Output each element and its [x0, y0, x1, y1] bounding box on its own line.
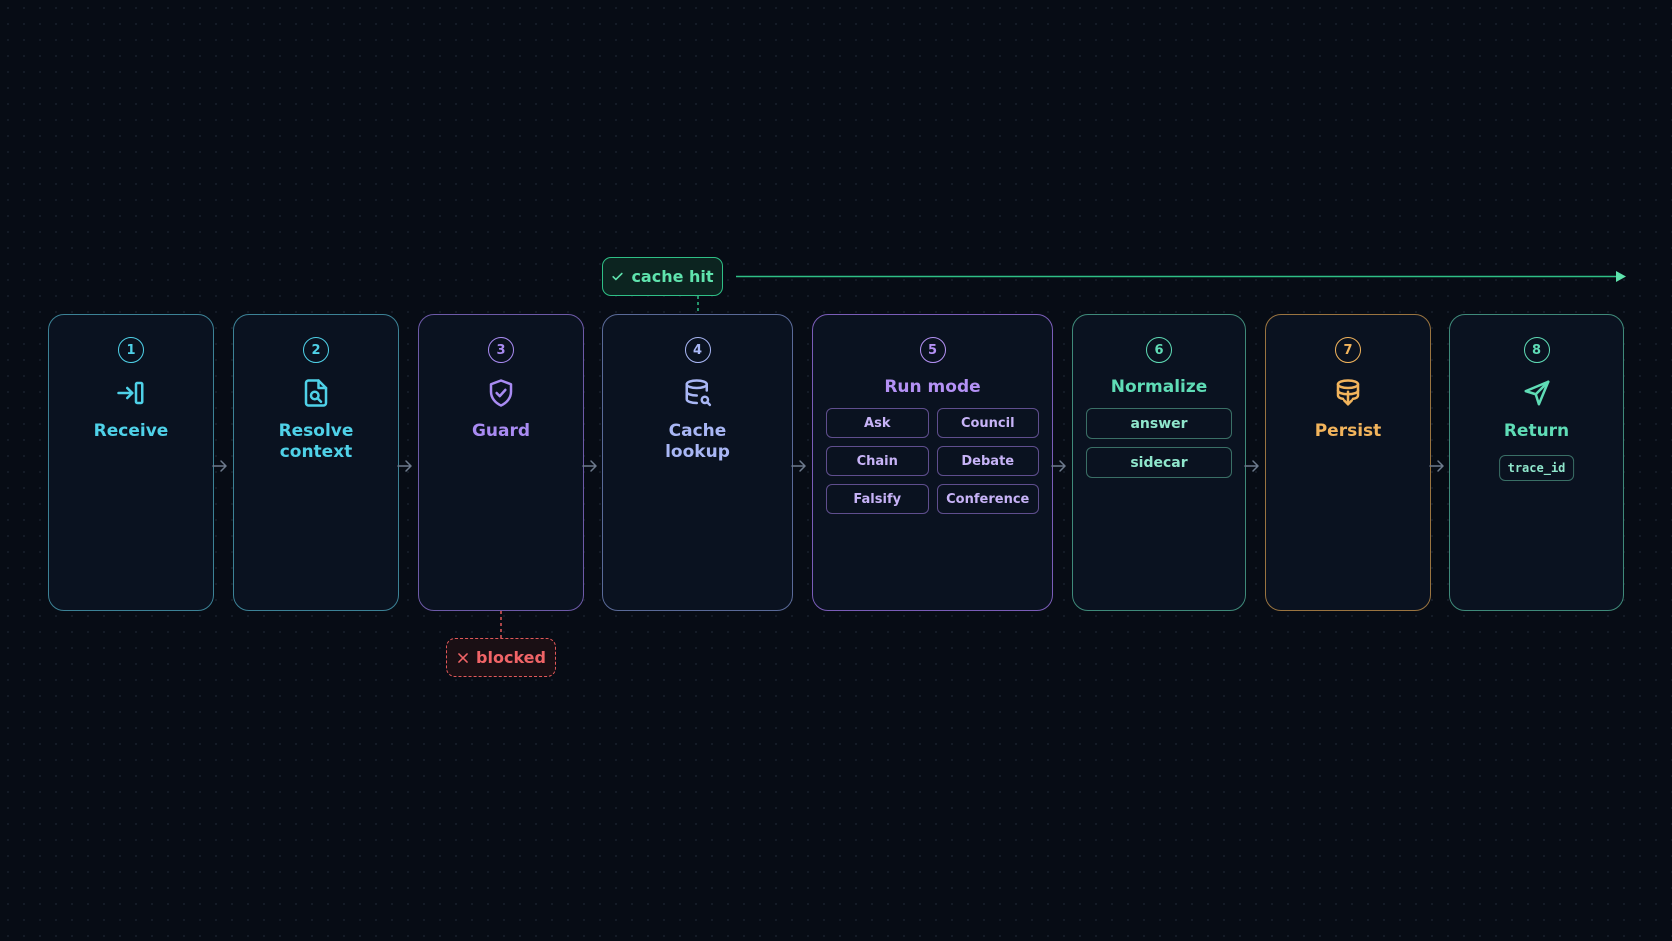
stage-title: Receive: [93, 421, 169, 441]
sign-in-icon: [116, 378, 146, 408]
output-chip-sidecar: sidecar: [1086, 447, 1232, 478]
flow-arrow-3-4: [582, 456, 598, 476]
step-number: 3: [488, 337, 514, 363]
mode-chip-council: Council: [936, 408, 1039, 438]
flow-arrow-5-6: [1051, 456, 1067, 476]
database-arrow-icon: [1333, 378, 1363, 408]
stage-card-run-mode: 5 Run mode Ask Council Chain Debate Fals…: [812, 314, 1053, 611]
file-search-icon: [301, 378, 331, 408]
stage-title: Return: [1503, 421, 1570, 441]
trace-id-chip: trace_id: [1498, 455, 1575, 481]
stage-title: Resolve context: [278, 421, 354, 462]
mode-chip-debate: Debate: [936, 446, 1039, 476]
mode-chip-ask: Ask: [826, 408, 929, 438]
step-number: 2: [303, 337, 329, 363]
step-number: 5: [919, 337, 946, 363]
output-list: answer sidecar: [1086, 408, 1232, 478]
stage-card-guard: 3 Guard: [418, 314, 584, 611]
step-number: 4: [684, 337, 711, 363]
stage-title: Guard: [471, 421, 531, 441]
flow-arrow-6-7: [1244, 456, 1260, 476]
shield-check-icon: [486, 378, 516, 408]
mode-list: Ask Council Chain Debate Falsify Confere…: [826, 408, 1039, 514]
flow-arrow-1-2: [212, 456, 228, 476]
cache-hit-arrowhead: [1616, 271, 1626, 282]
mode-chip-falsify: Falsify: [826, 484, 929, 514]
mode-chip-chain: Chain: [826, 446, 929, 476]
blocked-badge: blocked: [446, 638, 556, 677]
stage-card-cache-lookup: 4 Cache lookup: [602, 314, 793, 611]
stage-card-normalize: 6 Normalize answer sidecar: [1072, 314, 1246, 611]
send-icon: [1522, 378, 1552, 408]
stage-card-persist: 7 Persist: [1265, 314, 1431, 611]
stage-card-resolve-context: 2 Resolve context: [233, 314, 399, 611]
x-icon: [456, 651, 470, 665]
database-search-icon: [683, 378, 713, 408]
stage-title: Normalize: [1110, 377, 1208, 397]
stage-title: Persist: [1314, 421, 1382, 441]
stage-card-receive: 1 Receive: [48, 314, 214, 611]
stage-card-return: 8 Return trace_id: [1449, 314, 1624, 611]
stage-title: Cache lookup: [665, 421, 730, 462]
stage-title: Run mode: [884, 377, 981, 397]
output-chip-answer: answer: [1086, 408, 1232, 439]
check-icon: [611, 270, 624, 283]
step-number: 6: [1146, 337, 1172, 363]
cache-hit-badge: cache hit: [602, 257, 723, 296]
mode-chip-conference: Conference: [936, 484, 1039, 514]
flow-arrow-2-3: [397, 456, 413, 476]
step-number: 8: [1523, 337, 1550, 363]
blocked-label: blocked: [476, 648, 546, 667]
flow-arrow-4-5: [791, 456, 807, 476]
step-number: 7: [1335, 337, 1361, 363]
flow-arrow-7-8: [1429, 456, 1445, 476]
step-number: 1: [118, 337, 144, 363]
cache-hit-label: cache hit: [631, 267, 714, 286]
